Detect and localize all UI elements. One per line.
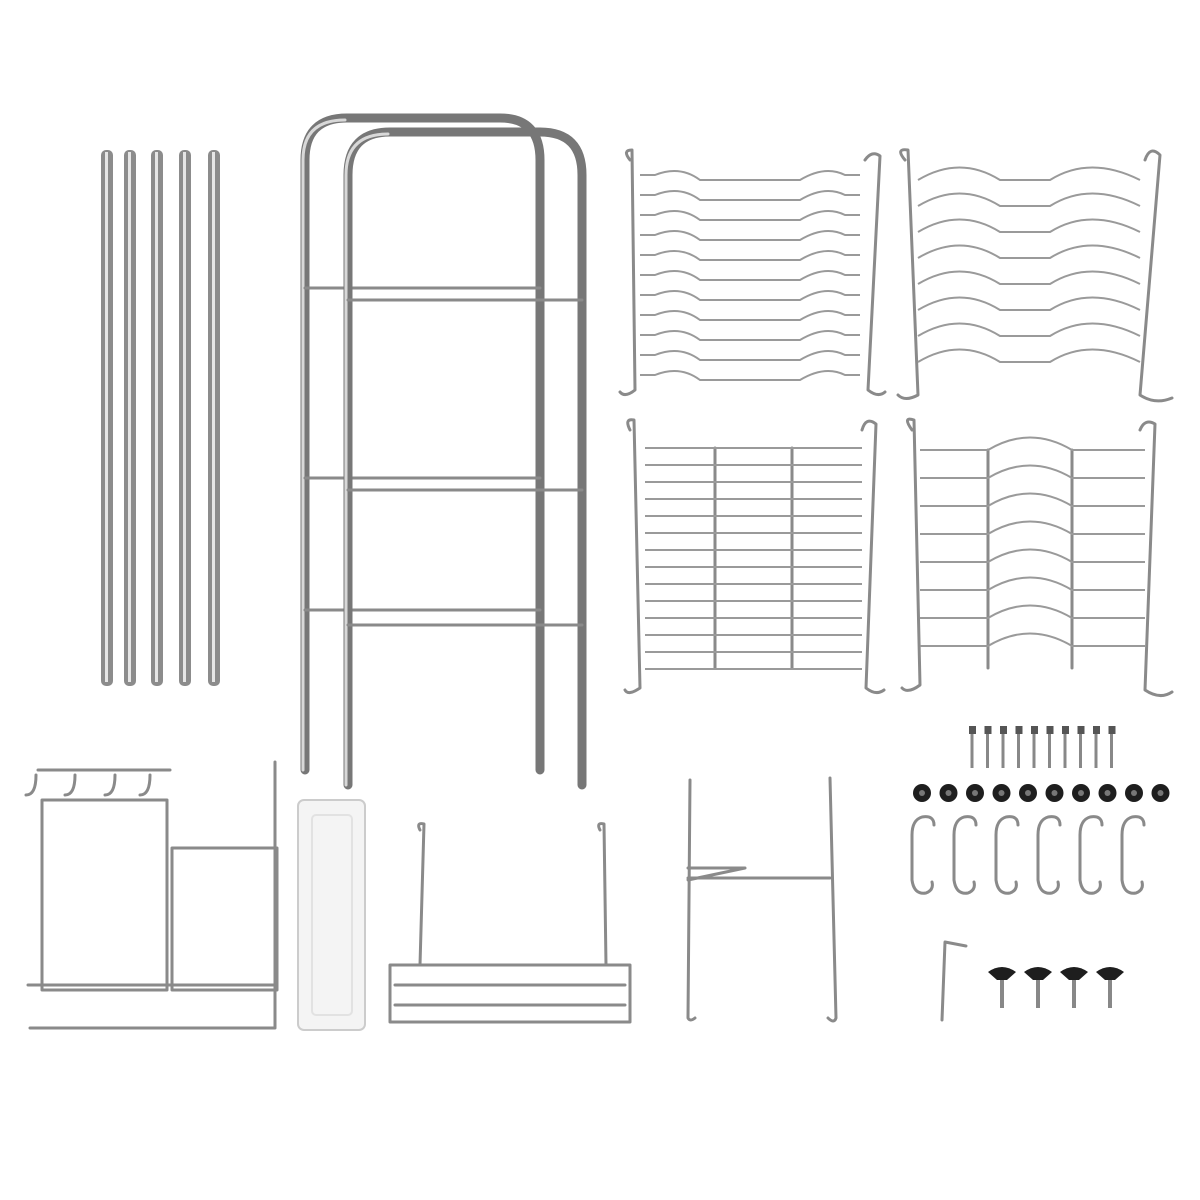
rack-wire [640, 310, 860, 321]
screw-head [1015, 726, 1023, 734]
washer-hole [1157, 790, 1164, 796]
rod-highlight [128, 152, 131, 682]
rack-wire [920, 464, 1145, 479]
screw-head [1108, 726, 1116, 734]
rod-highlight [105, 152, 108, 682]
screw-head [1062, 726, 1069, 734]
s-hook [952, 815, 978, 895]
rod-highlight [155, 152, 158, 682]
ladder-frame-back [300, 113, 545, 775]
washer-hole [1104, 790, 1111, 796]
foot-pad [1024, 967, 1052, 980]
washer-hole [1078, 790, 1084, 796]
adjustable-feet [988, 967, 1124, 1008]
washer-hole [998, 790, 1005, 796]
rod-highlight [212, 152, 215, 682]
s-hooks [910, 815, 1146, 895]
rack-wire [640, 330, 860, 341]
board-hanger [686, 776, 838, 1023]
screw-head [1077, 726, 1085, 734]
screw-head [984, 726, 992, 734]
washer-hole [945, 790, 952, 796]
rack-wire [640, 350, 860, 361]
drip-tray [297, 799, 366, 1031]
rack-wire [640, 210, 860, 221]
rack-wire [920, 576, 1145, 591]
washer-hole [1051, 790, 1058, 796]
rack-wire [920, 436, 1145, 451]
screw-head [1000, 726, 1007, 734]
s-hook [1120, 815, 1146, 895]
rack-wire [640, 270, 860, 281]
drip-tray-inner [311, 814, 353, 1016]
grid-rack [623, 418, 886, 695]
plate-rack-wavy [896, 148, 1174, 403]
washer-hole [1025, 790, 1031, 796]
rack-wire [917, 166, 1141, 181]
rack-wire [920, 632, 1145, 647]
rod-highlight [183, 152, 186, 682]
washer-hole [972, 790, 978, 796]
washer-hole [919, 790, 925, 796]
washers [913, 784, 1170, 802]
s-hook [1036, 815, 1062, 895]
s-hook [994, 815, 1020, 895]
rack-wire [920, 548, 1145, 563]
rack-wire [640, 230, 860, 241]
support-rods [101, 150, 220, 686]
rack-wire [640, 290, 860, 301]
rack-wire [917, 348, 1141, 363]
screw-head [1093, 726, 1100, 734]
screw-head [1031, 726, 1038, 734]
ladder-frame-front [343, 127, 587, 790]
rack-wire [640, 170, 860, 181]
rack-wire [917, 218, 1141, 233]
rack-wire [917, 270, 1141, 285]
screw-head [969, 726, 976, 734]
hanging-basket [388, 822, 632, 1024]
utensil-holder [24, 760, 279, 1030]
rack-wire [917, 192, 1141, 207]
foot-pad [1096, 967, 1124, 980]
plate-rack-curved-left [618, 148, 887, 397]
screws [969, 726, 1116, 768]
screw-head [1046, 726, 1054, 734]
rack-wire [917, 296, 1141, 311]
foot-pad [1060, 967, 1088, 980]
foot-pad [988, 967, 1016, 980]
rack-wire [920, 492, 1145, 507]
rack-wire [640, 250, 860, 261]
rack-wire [920, 520, 1145, 535]
rack-wire [917, 244, 1141, 259]
pot-lid-rack [900, 417, 1174, 697]
rack-wire [920, 604, 1145, 619]
washer-hole [1131, 790, 1137, 796]
s-hook [1078, 815, 1104, 895]
rack-wire [640, 190, 860, 201]
rack-wire [917, 322, 1141, 337]
s-hook [910, 815, 936, 895]
allen-key [940, 940, 968, 1022]
rack-wire [640, 370, 860, 381]
